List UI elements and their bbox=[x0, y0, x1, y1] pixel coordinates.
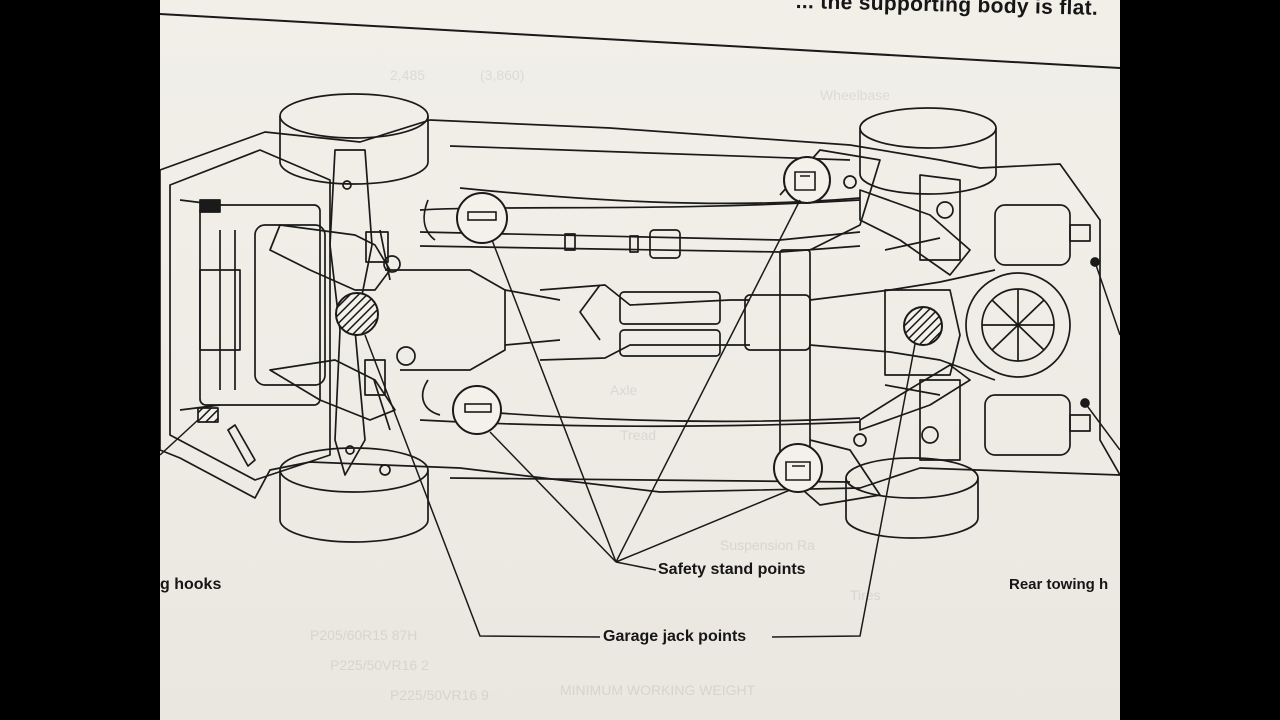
rear-towing-hooks-label: Rear towing h bbox=[1009, 576, 1109, 593]
garage-jack-point-front bbox=[335, 292, 379, 336]
left-frame-border bbox=[0, 0, 160, 720]
safety-stand-point-rear-right bbox=[773, 443, 823, 493]
garage-jack-points-label: Garage jack points bbox=[603, 628, 747, 645]
svg-text:Tread: Tread bbox=[620, 427, 656, 443]
safety-stand-points-label: Safety stand points bbox=[658, 561, 806, 578]
svg-text:MINIMUM WORKING WEIGHT: MINIMUM WORKING WEIGHT bbox=[560, 682, 756, 698]
safety-stand-leader-lines bbox=[489, 199, 801, 571]
garage-jack-point-rear bbox=[903, 306, 943, 346]
svg-text:P225/50VR16 9: P225/50VR16 9 bbox=[390, 687, 489, 703]
svg-text:(3,860): (3,860) bbox=[480, 67, 524, 83]
svg-text:Tires: Tires bbox=[850, 587, 881, 603]
safety-stand-point-markers bbox=[452, 156, 831, 493]
safety-stand-point-rear-left bbox=[783, 156, 831, 204]
safety-stand-point-front-left bbox=[456, 192, 508, 244]
stand-point-details bbox=[464, 171, 816, 481]
svg-text:P205/60R15 87H: P205/60R15 87H bbox=[310, 627, 417, 643]
right-frame-border bbox=[1120, 0, 1280, 720]
svg-text:2,485: 2,485 bbox=[390, 67, 425, 83]
svg-text:Suspension Ra: Suspension Ra bbox=[720, 537, 815, 553]
front-towing-hooks-label: g hooks bbox=[160, 576, 222, 593]
safety-stand-point-front-right bbox=[452, 385, 502, 435]
svg-text:Axle: Axle bbox=[610, 382, 637, 398]
garage-jack-leader-lines bbox=[364, 334, 916, 638]
svg-text:P225/50VR16 2: P225/50VR16 2 bbox=[330, 657, 429, 673]
car-underbody bbox=[160, 93, 1120, 543]
header-rule bbox=[160, 13, 1120, 69]
svg-text:Wheelbase: Wheelbase bbox=[820, 87, 890, 103]
